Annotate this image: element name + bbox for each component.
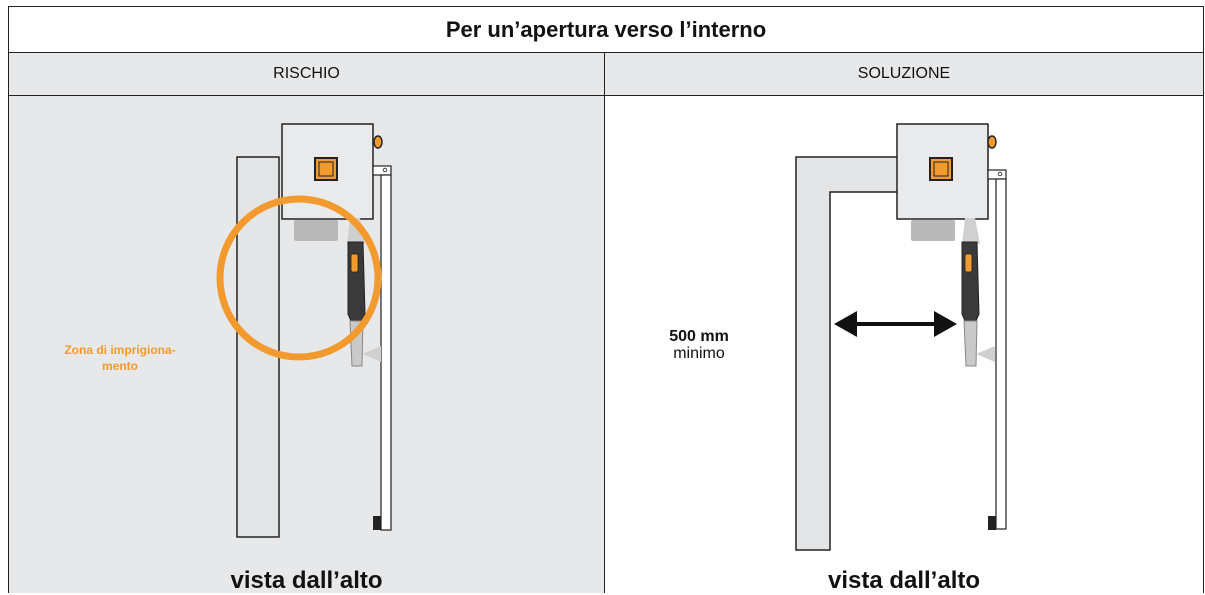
column-header-risk: RISCHIO bbox=[9, 53, 605, 95]
pillar-wall bbox=[795, 156, 900, 551]
risk-caption: vista dall’alto bbox=[230, 567, 383, 594]
gate-end-cap bbox=[988, 516, 996, 530]
risk-panel: Zona di imprigiona- mento vista dall’alt… bbox=[9, 96, 605, 594]
comparison-table: Per un’apertura verso l’interno RISCHIO … bbox=[8, 6, 1204, 594]
motor-shadow bbox=[294, 220, 338, 241]
danger-zone-circle bbox=[216, 195, 382, 361]
gate-hinge-bar bbox=[987, 169, 1007, 180]
solution-caption: vista dall’alto bbox=[827, 567, 981, 594]
distance-arrow-right-head bbox=[934, 311, 957, 337]
solution-panel: 500 mm minimo vista dall’alto bbox=[605, 96, 1203, 594]
risk-diagram bbox=[216, 123, 392, 538]
gate-leaf bbox=[380, 174, 392, 531]
gate-end-cap bbox=[373, 516, 381, 530]
distance-value: 500 mm bbox=[669, 328, 729, 345]
solution-diagram bbox=[795, 123, 1007, 551]
distance-arrow-left-head bbox=[834, 311, 857, 337]
column-header-row: RISCHIO SOLUZIONE bbox=[9, 53, 1203, 96]
table-title: Per un’apertura verso l’interno bbox=[9, 7, 1203, 53]
motor-shadow bbox=[911, 220, 955, 241]
motor-beam bbox=[962, 218, 980, 244]
flashing-light bbox=[373, 135, 383, 149]
column-header-solution: SOLUZIONE bbox=[857, 65, 951, 82]
gate-hinge-bar bbox=[372, 165, 392, 176]
flashing-light bbox=[987, 135, 997, 149]
control-box-indicator bbox=[314, 157, 338, 181]
zone-label-line-2: mento bbox=[102, 359, 138, 373]
entrapment-zone-label: Zona di imprigiona- mento bbox=[9, 342, 231, 374]
zone-label-line-1: Zona di imprigiona- bbox=[64, 343, 176, 357]
minimum-distance-label: 500 mm minimo bbox=[649, 328, 749, 362]
distance-qualifier: minimo bbox=[673, 345, 725, 362]
gate-leaf bbox=[995, 178, 1007, 530]
control-box-indicator bbox=[929, 157, 953, 181]
